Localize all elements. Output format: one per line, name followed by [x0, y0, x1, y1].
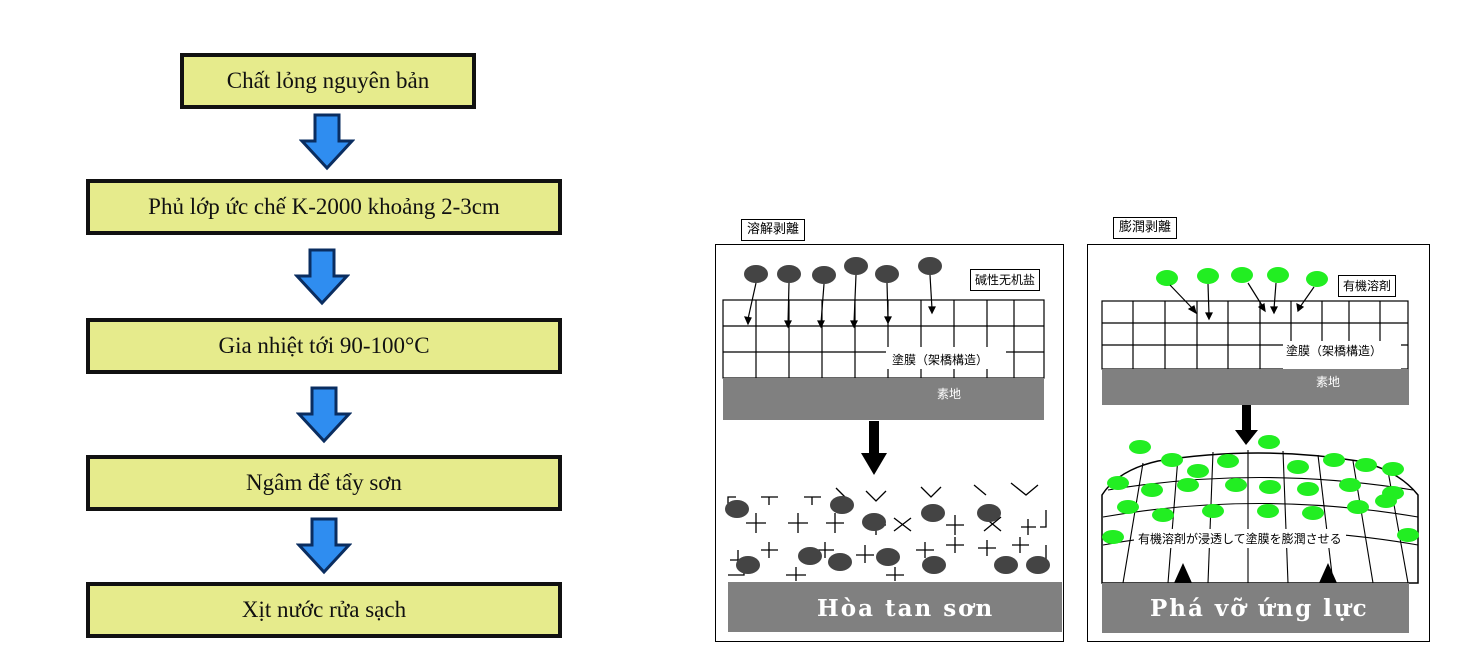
left-panel: 碱性无机盐 塗膜（架橋構造） 素地 Hòa tan sơn — [715, 244, 1064, 642]
dissolution-diagram — [722, 257, 1062, 632]
step-3: Gia nhiệt tới 90-100°C — [86, 318, 562, 374]
down-arrow-icon — [296, 517, 352, 575]
film-label: 塗膜（架橋構造） — [892, 353, 989, 367]
step-1: Chất lỏng nguyên bản — [180, 53, 476, 109]
step-4: Ngâm để tẩy sơn — [86, 455, 562, 511]
step-5-label: Xịt nước rửa sạch — [241, 597, 407, 622]
swelling-diagram — [1101, 267, 1419, 633]
step-3-label: Gia nhiệt tới 90-100°C — [218, 333, 430, 358]
step-1-label: Chất lỏng nguyên bản — [226, 68, 430, 93]
step-5: Xịt nước rửa sạch — [86, 582, 562, 638]
result-label: Phá vỡ ứng lực — [1150, 595, 1369, 622]
chemical-label: 碱性无机盐 — [970, 269, 1041, 291]
step-2-label: Phủ lớp ức chế K-2000 khoảng 2-3cm — [148, 194, 500, 219]
swelling-note: 有機溶剤が浸透して塗膜を膨潤させる — [1134, 529, 1346, 548]
solvent-label: 有機溶剤 — [1338, 275, 1397, 297]
right-panel: 有機溶剤 塗膜（架橋構造） 素地 有機溶剤が浸透して塗膜を膨潤させる Phá v… — [1087, 244, 1430, 642]
substrate-label: 素地 — [937, 387, 962, 401]
down-arrow-icon — [296, 386, 352, 444]
down-arrow-icon — [294, 248, 350, 306]
left-panel-label: 溶解剥離 — [741, 219, 806, 241]
result-label: Hòa tan sơn — [817, 595, 995, 622]
film-label: 塗膜（架橋構造） — [1286, 344, 1383, 358]
step-4-label: Ngâm để tẩy sơn — [246, 470, 402, 495]
down-arrow-icon — [299, 113, 355, 171]
right-panel-label: 膨潤剥離 — [1113, 217, 1178, 239]
substrate-label: 素地 — [1316, 375, 1341, 389]
step-2: Phủ lớp ức chế K-2000 khoảng 2-3cm — [86, 179, 562, 235]
